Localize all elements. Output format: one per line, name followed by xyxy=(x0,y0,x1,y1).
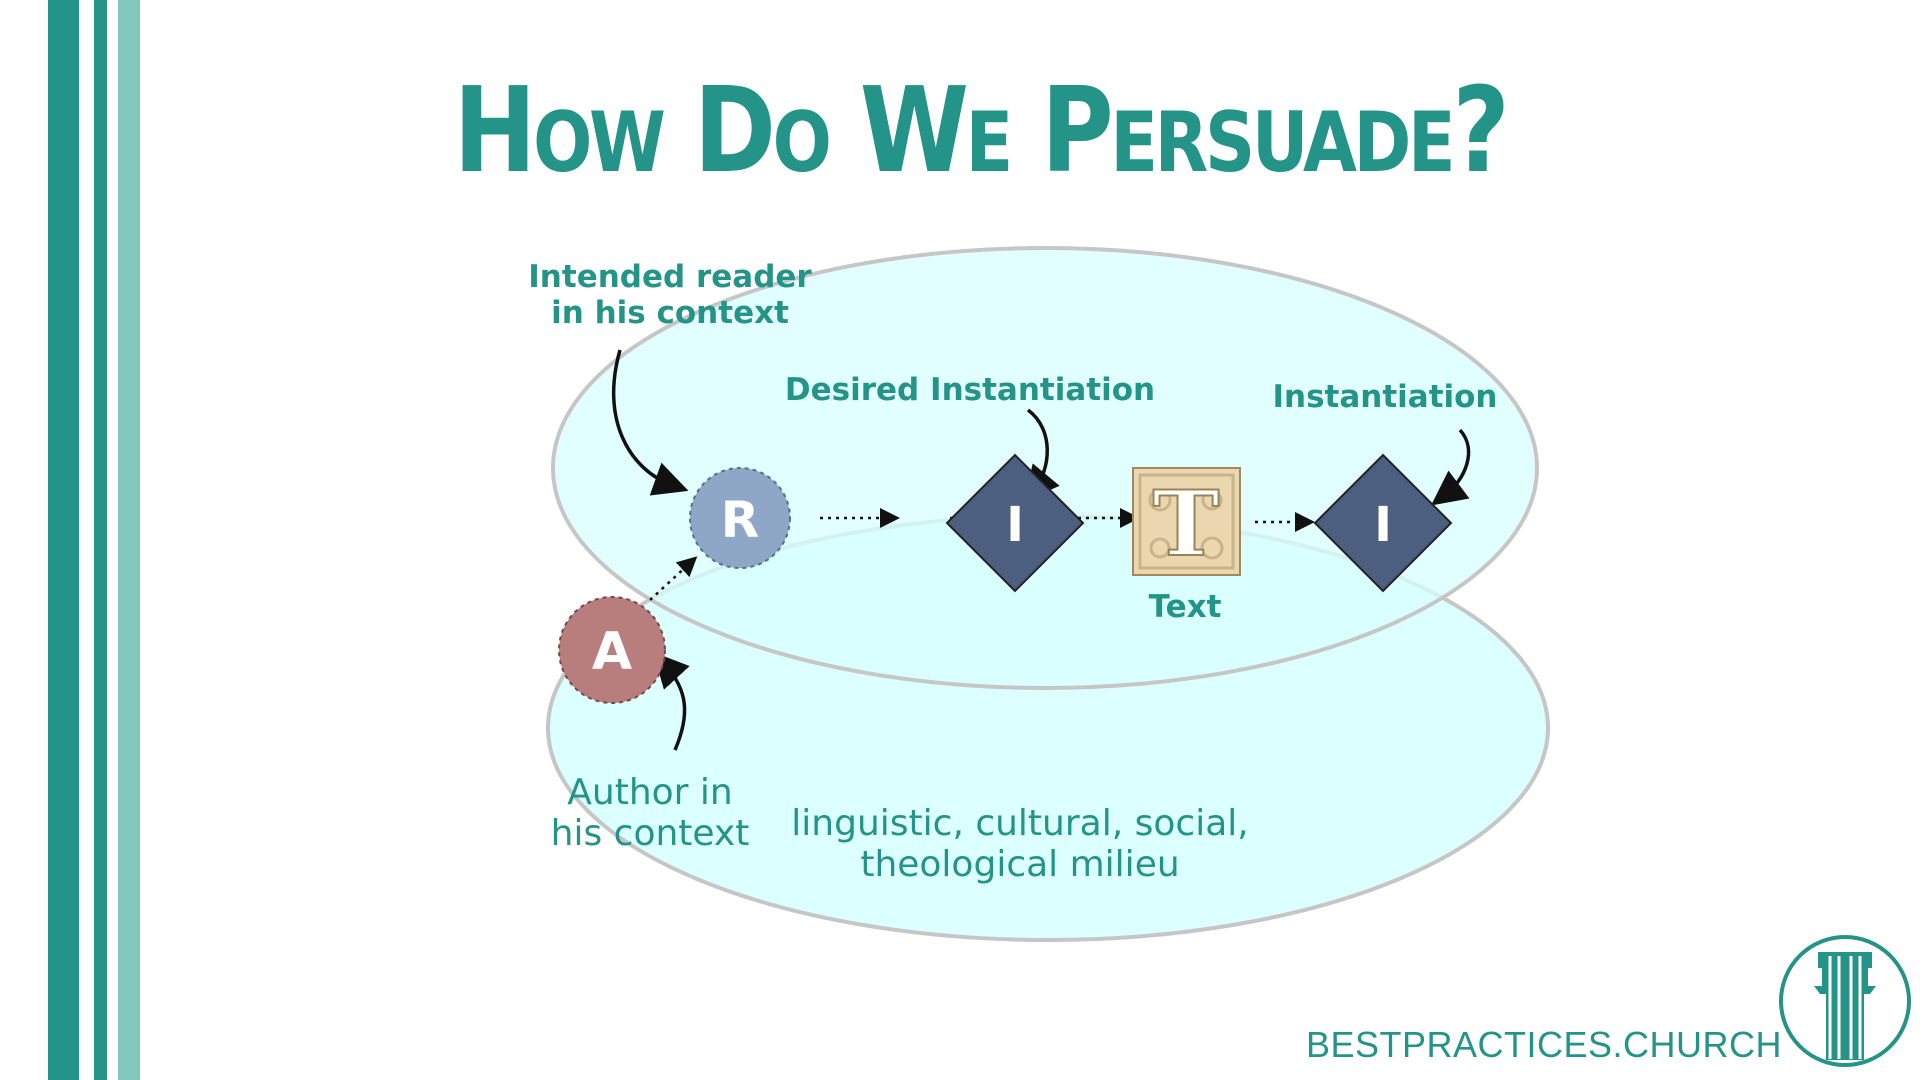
instantiation-label: Instantiation xyxy=(1272,379,1498,415)
left-stripe-light xyxy=(118,0,140,1080)
slide-title: How Do We Persuade? xyxy=(453,61,1510,199)
arrow-reader-label xyxy=(611,349,689,496)
author-node: A xyxy=(558,596,666,704)
brand-name: BESTPRACTICES.CHURCH xyxy=(1305,1024,1782,1065)
instantiation-diamond: I xyxy=(1313,453,1453,593)
intended-reader-label: Intended reader in his context xyxy=(528,259,812,331)
left-stripe-narrow xyxy=(94,0,107,1080)
svg-text:A: A xyxy=(592,622,632,682)
text-tile-icon: T xyxy=(1132,467,1241,578)
reader-node: R xyxy=(689,467,791,569)
svg-text:R: R xyxy=(721,491,760,549)
svg-text:I: I xyxy=(1374,497,1392,553)
arrow-instantiation-label xyxy=(1431,428,1471,506)
desired-instantiation-diamond: I xyxy=(945,453,1085,593)
text-label: Text xyxy=(1148,589,1222,625)
svg-text:T: T xyxy=(1153,471,1220,577)
milieu-label: linguistic, cultural, social, theologica… xyxy=(791,803,1249,886)
arrow-author-label xyxy=(653,652,690,751)
svg-text:I: I xyxy=(1006,497,1024,553)
desired-instantiation-label: Desired Instantiation xyxy=(784,372,1156,408)
left-stripe-wide xyxy=(48,0,79,1080)
author-label: Author in his context xyxy=(550,772,750,855)
flow-arrow-author-to-reader xyxy=(649,556,698,601)
church-tower-icon xyxy=(1779,935,1911,1067)
